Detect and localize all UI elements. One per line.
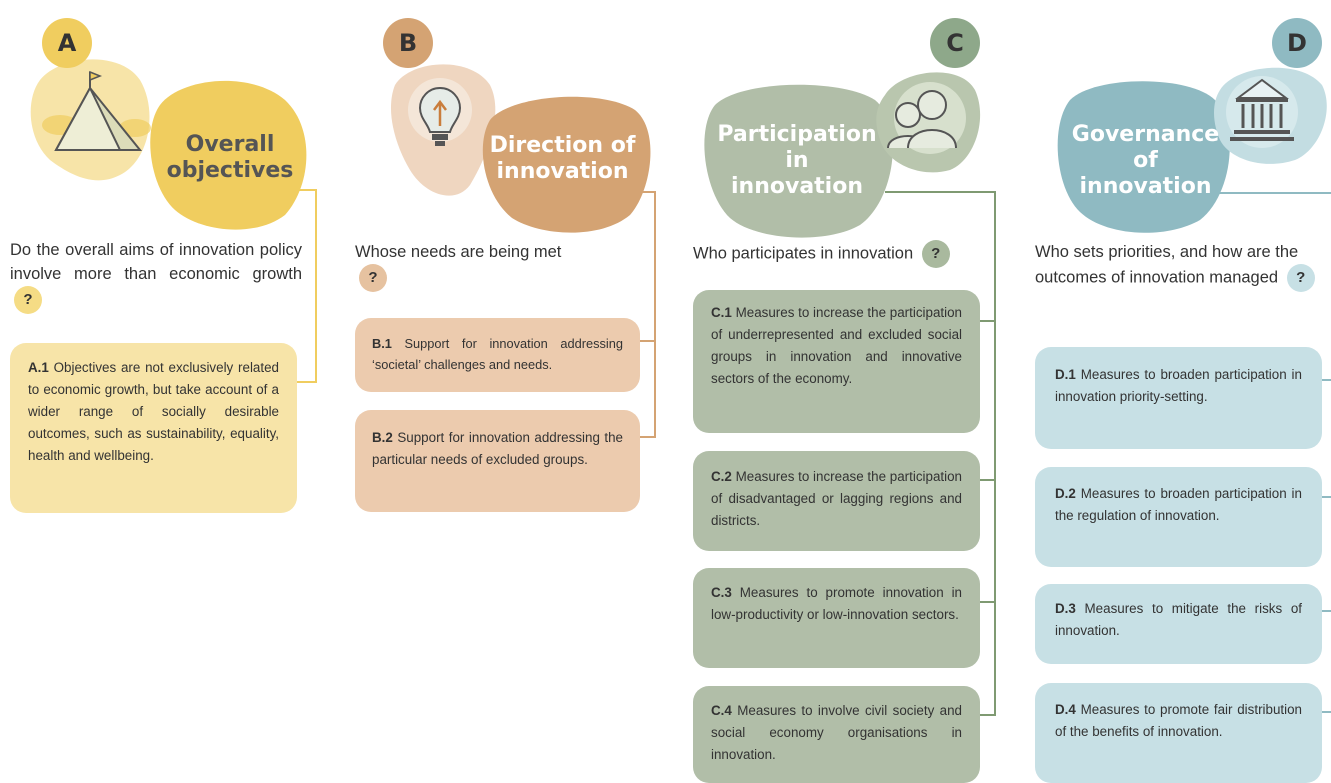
card-code: B.2 — [372, 430, 393, 445]
column-c-title-line: in — [785, 148, 809, 173]
column-d-question-text: Who sets priorities, and how are the out… — [1035, 243, 1299, 287]
card-text: Support for innovation addressing ‘socie… — [372, 336, 623, 372]
card-d4: D.4 Measures to promote fair distributio… — [1035, 683, 1322, 783]
letter-b-bg — [383, 18, 433, 68]
institution-building-icon — [1226, 76, 1298, 148]
card-text: Measures to increase the participation o… — [711, 469, 962, 528]
card-text: Measures to mitigate the risks of innova… — [1055, 601, 1302, 638]
connector-c — [885, 191, 996, 716]
column-b-title: Direction of innovation — [485, 133, 640, 185]
column-a-title-line: objectives — [166, 158, 294, 183]
blob-a-title-bg — [150, 80, 307, 230]
card-code: C.4 — [711, 703, 732, 718]
card-c1: C.1 Measures to increase the participati… — [693, 290, 980, 433]
column-d-title-line: innovation — [1079, 174, 1212, 199]
card-a1: A.1 Objectives are not exclusively relat… — [10, 343, 297, 513]
card-text: Objectives are not exclusively related t… — [28, 360, 279, 463]
column-d-letter: D — [1287, 29, 1307, 57]
card-code: C.1 — [711, 305, 732, 320]
people-icon — [887, 82, 966, 154]
column-d-title-line: Governance — [1071, 122, 1220, 147]
card-text: Measures to involve civil society and so… — [711, 703, 962, 762]
column-d-title: Governance of innovation — [1068, 122, 1223, 200]
column-c-title: Participation in innovation — [712, 122, 882, 200]
blob-b-title-bg — [482, 96, 651, 233]
card-d2: D.2 Measures to broaden participation in… — [1035, 467, 1322, 567]
mountain-flag-icon — [42, 70, 151, 151]
column-c-title-line: Participation — [717, 122, 877, 147]
column-b-letter: B — [398, 29, 418, 57]
card-d3: D.3 Measures to mitigate the risks of in… — [1035, 584, 1322, 664]
column-b-title-line: innovation — [496, 159, 629, 184]
letter-d-bg — [1272, 18, 1322, 68]
column-c-question: Who participates in innovation ? — [693, 240, 993, 268]
column-d-title-line: of — [1133, 148, 1158, 173]
letter-a-bg — [42, 18, 92, 68]
column-c-question-text: Who participates in innovation — [693, 244, 914, 263]
column-b-question: Whose needs are being met ? — [355, 240, 575, 292]
connector-b — [628, 191, 656, 438]
card-c4: C.4 Measures to involve civil society an… — [693, 686, 980, 783]
card-code: D.4 — [1055, 702, 1076, 717]
column-d-question-mark: ? — [1286, 264, 1315, 292]
card-code: D.2 — [1055, 486, 1076, 501]
column-b-question-text: Whose needs are being met — [355, 243, 562, 261]
letter-c-bg — [930, 18, 980, 68]
column-c-question-mark: ? — [921, 240, 950, 268]
column-a-question-mark: ? — [14, 286, 42, 314]
connector-a — [282, 189, 317, 383]
card-c3: C.3 Measures to promote innovation in lo… — [693, 568, 980, 668]
card-code: D.3 — [1055, 601, 1076, 616]
column-a-title-line: Overall — [185, 132, 275, 157]
card-text: Support for innovation addressing the pa… — [372, 430, 623, 467]
card-code: A.1 — [28, 360, 49, 375]
column-c-letter: C — [946, 29, 964, 57]
column-c-title-line: innovation — [731, 174, 863, 199]
card-text: Measures to increase the participation o… — [711, 305, 962, 386]
card-text: Measures to broaden participation in the… — [1055, 486, 1302, 523]
card-text: Measures to promote innovation in low-pr… — [711, 585, 962, 622]
lightbulb-icon — [408, 78, 472, 146]
column-d-question: Who sets priorities, and how are the out… — [1035, 240, 1320, 292]
card-code: C.3 — [711, 585, 732, 600]
column-b-title-line: Direction of — [489, 133, 636, 158]
card-code: B.1 — [372, 336, 392, 351]
card-text: Measures to broaden participation in inn… — [1055, 367, 1302, 404]
card-d1: D.1 Measures to broaden participation in… — [1035, 347, 1322, 449]
card-c2: C.2 Measures to increase the participati… — [693, 451, 980, 551]
column-b-question-mark: ? — [359, 264, 387, 292]
blob-c-title-bg — [704, 84, 893, 238]
card-code: C.2 — [711, 469, 732, 484]
blob-d-title-bg — [1057, 81, 1230, 233]
card-text: Measures to promote fair distribution of… — [1055, 702, 1302, 739]
card-code: D.1 — [1055, 367, 1076, 382]
card-b1: B.1 Support for innovation addressing ‘s… — [355, 318, 640, 392]
column-a-question: Do the overall aims of innovation policy… — [10, 238, 302, 314]
column-a-question-text: Do the overall aims of innovation policy… — [10, 241, 302, 283]
column-a-letter: A — [57, 29, 77, 57]
column-a-title: Overall objectives — [160, 132, 300, 184]
card-b2: B.2 Support for innovation addressing th… — [355, 410, 640, 512]
